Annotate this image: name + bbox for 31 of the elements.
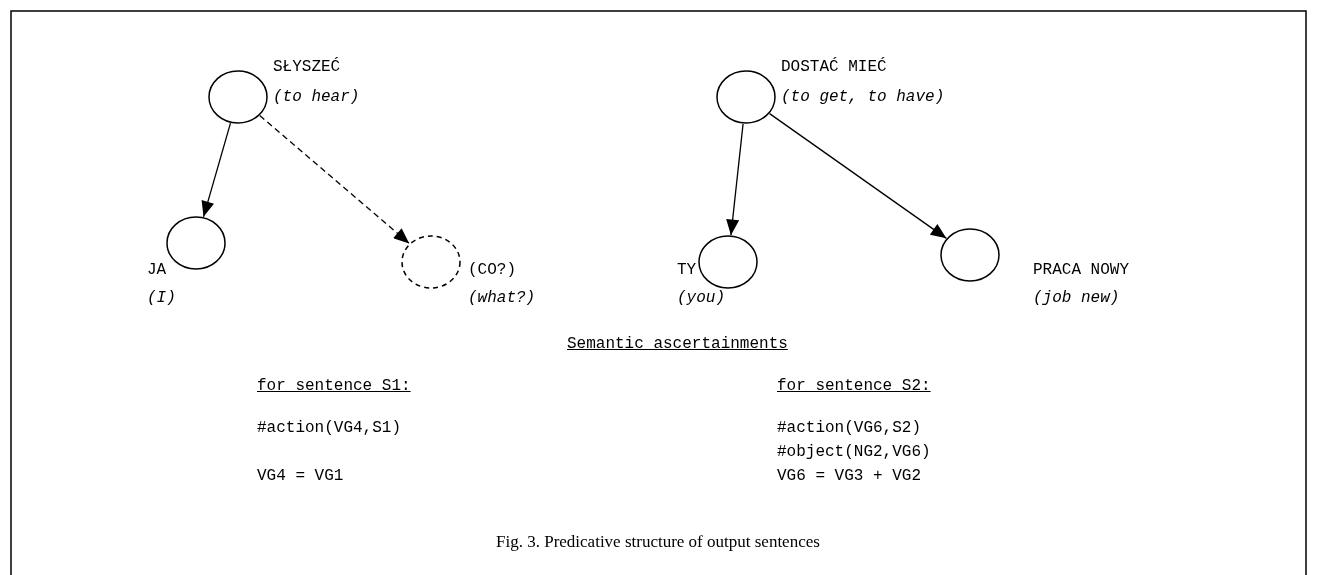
word-label: (CO?) bbox=[468, 260, 516, 280]
arrow bbox=[726, 123, 744, 236]
figure-caption: Fig. 3. Predicative structure of output sentences bbox=[496, 532, 820, 552]
dashed-circle bbox=[401, 235, 461, 289]
arrow bbox=[259, 114, 410, 245]
word-label: DOSTAĆ MIEĆ bbox=[781, 57, 887, 77]
word-label: PRACA NOWY bbox=[1033, 260, 1129, 280]
translation-label: (you) bbox=[677, 288, 725, 308]
circle bbox=[716, 70, 776, 124]
circle bbox=[208, 70, 268, 124]
heading: Semantic ascertainments bbox=[567, 334, 788, 354]
formula-text: #action(VG4,S1) bbox=[257, 418, 402, 438]
word-label: SŁYSZEĆ bbox=[273, 57, 341, 77]
word-label: JA bbox=[147, 260, 167, 280]
formula-text: VG4 = VG1 bbox=[257, 466, 344, 486]
column-heading: for sentence S1: bbox=[257, 376, 411, 396]
circle bbox=[166, 216, 226, 270]
formula-text: VG6 = VG3 + VG2 bbox=[777, 466, 922, 486]
arrow bbox=[768, 113, 948, 239]
translation-label: (to hear) bbox=[273, 87, 360, 107]
translation-label: (to get, to have) bbox=[781, 87, 945, 107]
translation-label: (what?) bbox=[468, 288, 536, 308]
column-heading: for sentence S2: bbox=[777, 376, 931, 396]
translation-label: (I) bbox=[147, 288, 176, 308]
word-label: TY bbox=[677, 260, 697, 280]
translation-label: (job new) bbox=[1033, 288, 1120, 308]
formula-text: #object(NG2,VG6) bbox=[777, 442, 931, 462]
formula-text: #action(VG6,S2) bbox=[777, 418, 922, 438]
circle bbox=[940, 228, 1000, 282]
circle bbox=[698, 235, 758, 289]
arrow bbox=[201, 122, 232, 218]
